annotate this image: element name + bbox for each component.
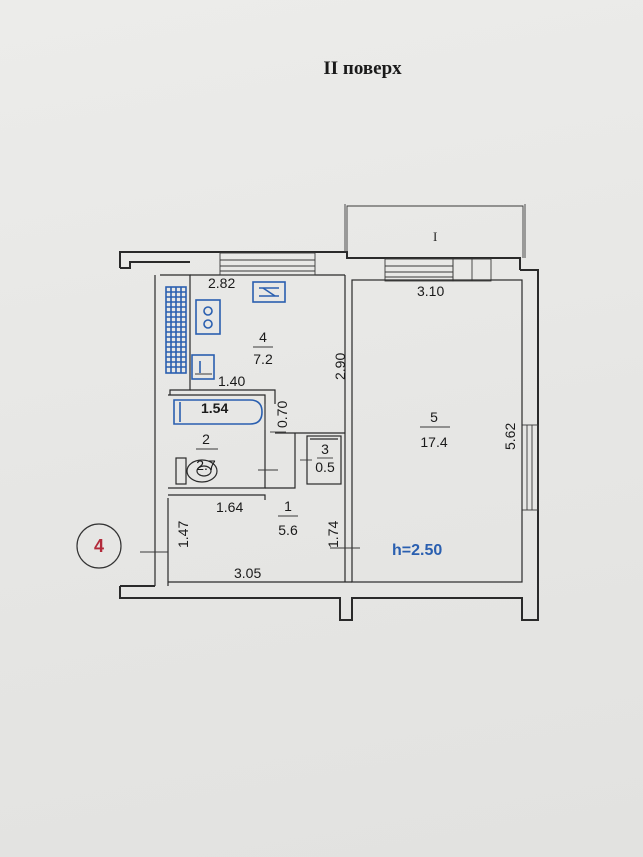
- balcony: I: [344, 204, 526, 258]
- floor-title: II поверх: [323, 58, 402, 79]
- dim-hall-left: 1.47: [175, 521, 191, 548]
- window-kitchen: [219, 252, 316, 276]
- room-label-hall: 1 5.6: [278, 498, 298, 538]
- svg-text:1: 1: [284, 498, 292, 514]
- dim-kitchen-right: 2.90: [332, 353, 348, 380]
- svg-text:2: 2: [202, 431, 210, 447]
- svg-text:17.4: 17.4: [420, 434, 447, 450]
- ceiling-height-label: h=2.50: [392, 542, 442, 559]
- room-label-living: 5 17.4: [420, 409, 450, 450]
- outer-walls: [119, 251, 539, 621]
- stove-icon: [252, 281, 286, 303]
- svg-text:2.7: 2.7: [196, 457, 216, 473]
- toilet-icon: [175, 457, 218, 485]
- svg-text:7.2: 7.2: [253, 351, 273, 367]
- dim-hall-bottom: 3.05: [234, 565, 261, 581]
- dim-bath-top: 1.54: [201, 400, 228, 416]
- svg-text:0.5: 0.5: [315, 459, 335, 475]
- dim-bath-side: 0.70: [274, 401, 290, 428]
- dim-living-right: 5.62: [502, 423, 518, 450]
- dim-hall-top: 1.64: [216, 499, 243, 515]
- dim-living-top: 3.10: [417, 283, 444, 299]
- dimension-ticks: [140, 373, 360, 553]
- balcony-label: I: [433, 229, 437, 244]
- svg-text:3: 3: [321, 441, 329, 457]
- svg-text:5.6: 5.6: [278, 522, 298, 538]
- svg-text:4: 4: [259, 329, 267, 345]
- window-living-side: [521, 424, 539, 511]
- apartment-marker: 4: [76, 523, 122, 569]
- apartment-number: 4: [94, 536, 104, 556]
- dim-kitchen-top: 2.82: [208, 275, 235, 291]
- dim-kitchen-bottom: 1.40: [218, 373, 245, 389]
- interior-walls: [168, 389, 345, 500]
- bathtub-icon: [173, 399, 263, 425]
- svg-text:5: 5: [430, 409, 438, 425]
- fridge-icon: [191, 354, 215, 380]
- room-living: [344, 275, 523, 583]
- room-label-closet: 3 0.5: [315, 441, 335, 475]
- dim-hall-right: 1.74: [325, 521, 341, 548]
- room-label-kitchen: 4 7.2: [253, 329, 273, 367]
- window-living: [384, 258, 492, 282]
- room-label-bathroom: 2 2.7: [196, 431, 218, 473]
- sink-icon: [195, 299, 221, 335]
- radiator-icon: [165, 286, 187, 374]
